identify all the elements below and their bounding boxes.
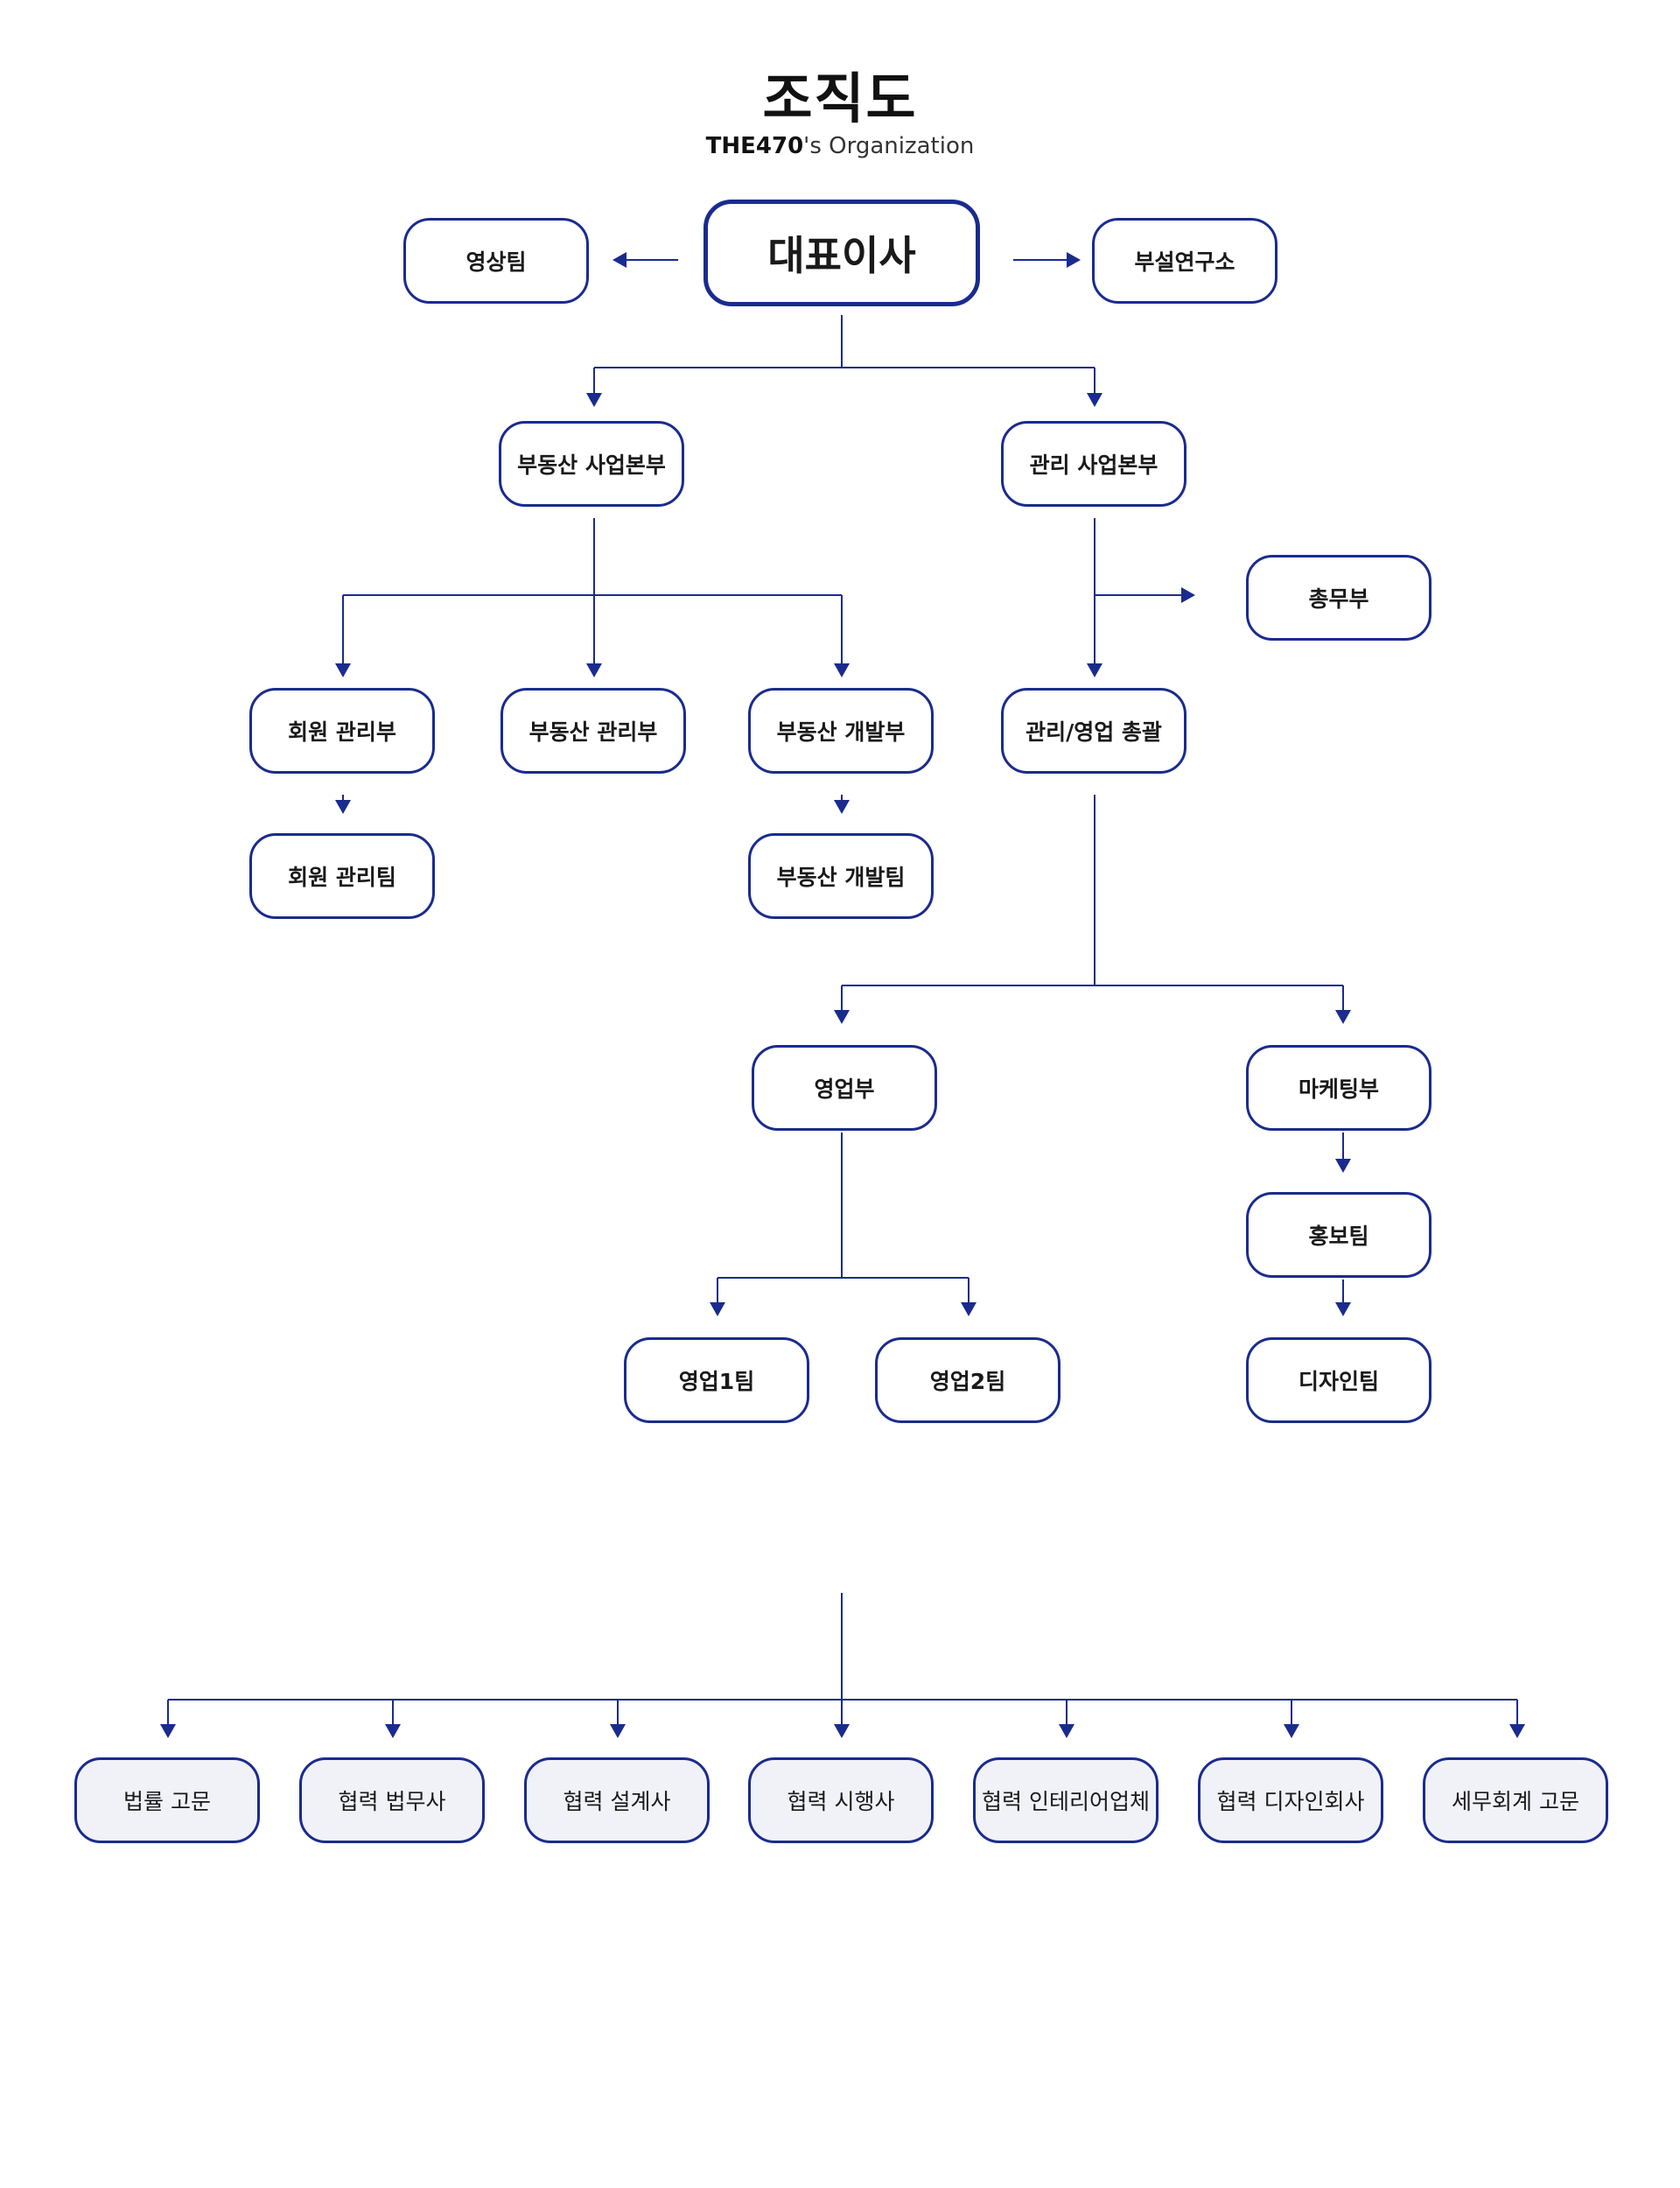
arrowhead: [1181, 587, 1195, 603]
partner-interior-company: 협력 인테리어업체: [973, 1757, 1158, 1843]
arrowhead: [1335, 1010, 1351, 1024]
node-real-estate-dev-dept: 부동산 개발부: [748, 688, 934, 774]
page-title: 조직도: [762, 67, 918, 130]
node-real-estate-hq: 부동산 사업본부: [499, 421, 684, 507]
node-sales-team-2: 영업2팀: [875, 1337, 1060, 1423]
node-real-estate-dev-team: 부동산 개발팀: [748, 833, 934, 919]
node-design-team: 디자인팀: [1246, 1337, 1432, 1423]
node-pr-team: 홍보팀: [1246, 1192, 1432, 1278]
arrowhead: [1087, 663, 1102, 677]
subtitle-suffix: 's Organization: [803, 133, 975, 159]
node-management-hq: 관리 사업본부: [1001, 421, 1186, 507]
node-ceo: 대표이사: [704, 200, 980, 306]
arrowhead: [961, 1302, 976, 1316]
arrowhead: [612, 252, 626, 268]
partner-design-company: 협력 디자인회사: [1198, 1757, 1383, 1843]
arrowhead: [335, 663, 351, 677]
partner-architect: 협력 설계사: [524, 1757, 710, 1843]
node-mgmt-sales-general: 관리/영업 총괄: [1001, 688, 1186, 774]
arrowhead: [586, 663, 602, 677]
arrowhead: [1059, 1724, 1074, 1738]
partner-judicial-scrivener: 협력 법무사: [299, 1757, 485, 1843]
arrowhead: [834, 663, 850, 677]
arrowhead: [834, 1010, 850, 1024]
node-member-mgmt-team: 회원 관리팀: [249, 833, 435, 919]
partner-tax-accounting-advisor: 세무회계 고문: [1423, 1757, 1608, 1843]
company-name: THE470: [705, 133, 804, 159]
node-marketing-dept: 마케팅부: [1246, 1045, 1432, 1131]
arrowhead: [610, 1724, 626, 1738]
node-video-team: 영상팀: [403, 218, 589, 304]
arrowhead: [160, 1724, 176, 1738]
arrowhead: [710, 1302, 725, 1316]
arrowhead: [335, 800, 351, 814]
partner-legal-advisor: 법률 고문: [74, 1757, 260, 1843]
node-sales-dept: 영업부: [752, 1045, 937, 1131]
node-real-estate-mgmt-dept: 부동산 관리부: [500, 688, 686, 774]
node-member-mgmt-dept: 회원 관리부: [249, 688, 435, 774]
arrowhead: [1284, 1724, 1299, 1738]
arrowhead: [834, 800, 850, 814]
node-general-affairs: 총무부: [1246, 555, 1432, 641]
arrowhead: [385, 1724, 401, 1738]
arrowhead: [1087, 393, 1102, 407]
arrowhead: [1509, 1724, 1525, 1738]
arrowhead: [1335, 1159, 1351, 1173]
arrowhead: [834, 1724, 850, 1738]
arrowhead: [1335, 1302, 1351, 1316]
arrowhead: [1067, 252, 1081, 268]
node-sales-team-1: 영업1팀: [624, 1337, 809, 1423]
page-subtitle: THE470's Organization: [0, 133, 1680, 159]
node-research-lab: 부설연구소: [1092, 218, 1278, 304]
arrowhead: [586, 393, 602, 407]
partner-developer: 협력 시행사: [748, 1757, 934, 1843]
